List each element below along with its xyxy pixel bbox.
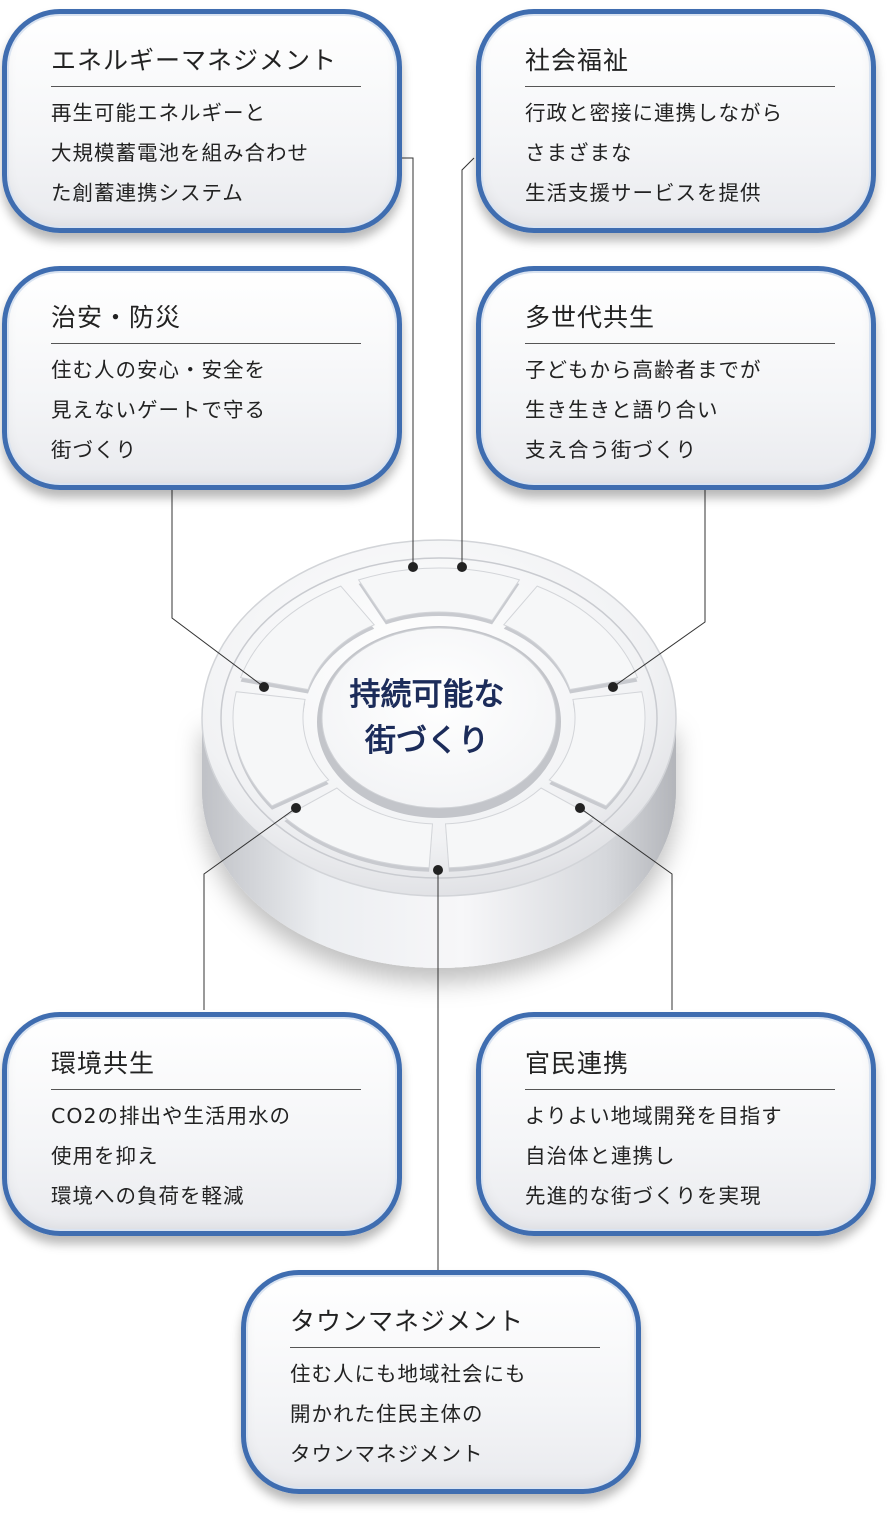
- card-line: タウンマネジメント: [290, 1442, 484, 1466]
- connector-energy: [400, 157, 414, 567]
- connector-dots: [259, 562, 618, 875]
- center-label: 持続可能な 街づくり: [320, 672, 534, 764]
- card-security-disaster: 治安・防災 住む人の安心・安全を 見えないゲートで守る 街づくり: [2, 266, 402, 490]
- card-line: さまざまな: [525, 141, 633, 165]
- card-line: 行政と密接に連携しながら: [525, 101, 783, 125]
- card-line: 環境への負荷を軽減: [51, 1184, 245, 1208]
- connector-dot: [408, 562, 418, 572]
- ring-segments: [232, 567, 646, 872]
- card-multigenerational: 多世代共生 子どもから高齢者までが 生き生きと語り合い 支え合う街づくり: [476, 266, 876, 490]
- card-line: CO2の排出や生活用水の: [51, 1104, 291, 1128]
- connector-dot: [608, 682, 618, 692]
- card-line: 支え合う街づくり: [525, 438, 697, 462]
- card-line: 自治体と連携し: [525, 1144, 676, 1168]
- connector-welfare: [461, 157, 475, 567]
- card-town-management: タウンマネジメント 住む人にも地域社会にも 開かれた住民主体の タウンマネジメン…: [241, 1270, 641, 1494]
- connector-lines: [171, 157, 706, 1270]
- card-title: 多世代共生: [525, 301, 835, 344]
- card-title: 環境共生: [51, 1047, 361, 1090]
- ring-outer-edge: [220, 557, 658, 879]
- connector-dot: [457, 562, 467, 572]
- card-environment: 環境共生 CO2の排出や生活用水の 使用を抑え 環境への負荷を軽減: [2, 1012, 402, 1236]
- card-line: 先進的な街づくりを実現: [525, 1184, 762, 1208]
- card-line: 生き生きと語り合い: [525, 398, 719, 422]
- center-label-line1: 持続可能な: [349, 677, 505, 713]
- card-line: 使用を抑え: [51, 1144, 159, 1168]
- connector-publicprivate: [579, 807, 673, 1010]
- center-hub: [321, 627, 557, 809]
- ring-segment: [357, 567, 521, 621]
- card-title: 官民連携: [525, 1047, 835, 1090]
- ring-segment: [502, 585, 639, 691]
- disc: [201, 539, 677, 968]
- ring-segment: [239, 585, 376, 691]
- ring-segment: [548, 691, 646, 807]
- card-line: 生活支援サービスを提供: [525, 181, 762, 205]
- card-energy-management: エネルギーマネジメント 再生可能エネルギーと 大規模蓄電池を組み合わせ た創蓄連…: [2, 9, 402, 233]
- card-line: 見えないゲートで守る: [51, 398, 266, 422]
- card-title: 治安・防災: [51, 301, 361, 344]
- ring-segment: [232, 691, 330, 807]
- card-line: よりよい地域開発を目指す: [525, 1104, 783, 1128]
- center-label-line2: 街づくり: [365, 723, 489, 759]
- card-social-welfare: 社会福祉 行政と密接に連携しながら さまざまな 生活支援サービスを提供: [476, 9, 876, 233]
- card-title: 社会福祉: [525, 44, 835, 87]
- card-line: 住む人にも地域社会にも: [290, 1362, 527, 1386]
- connector-dot: [433, 865, 443, 875]
- connector-dot: [259, 682, 269, 692]
- card-public-private: 官民連携 よりよい地域開発を目指す 自治体と連携し 先進的な街づくりを実現: [476, 1012, 876, 1236]
- connector-dot: [291, 803, 301, 813]
- card-line: た創蓄連携システム: [51, 181, 244, 205]
- card-title: エネルギーマネジメント: [51, 44, 361, 87]
- card-title: タウンマネジメント: [290, 1305, 600, 1348]
- connector-dot: [575, 803, 585, 813]
- connector-multigen: [612, 488, 706, 688]
- card-line: 住む人の安心・安全を: [51, 358, 266, 382]
- card-line: 大規模蓄電池を組み合わせ: [51, 141, 309, 165]
- connector-environment: [203, 807, 297, 1010]
- card-line: 街づくり: [51, 438, 137, 462]
- connector-security: [171, 488, 265, 688]
- card-line: 子どもから高齢者までが: [525, 358, 762, 382]
- card-line: 開かれた住民主体の: [290, 1402, 484, 1426]
- card-line: 再生可能エネルギーと: [51, 101, 266, 125]
- ring-segment: [444, 787, 595, 869]
